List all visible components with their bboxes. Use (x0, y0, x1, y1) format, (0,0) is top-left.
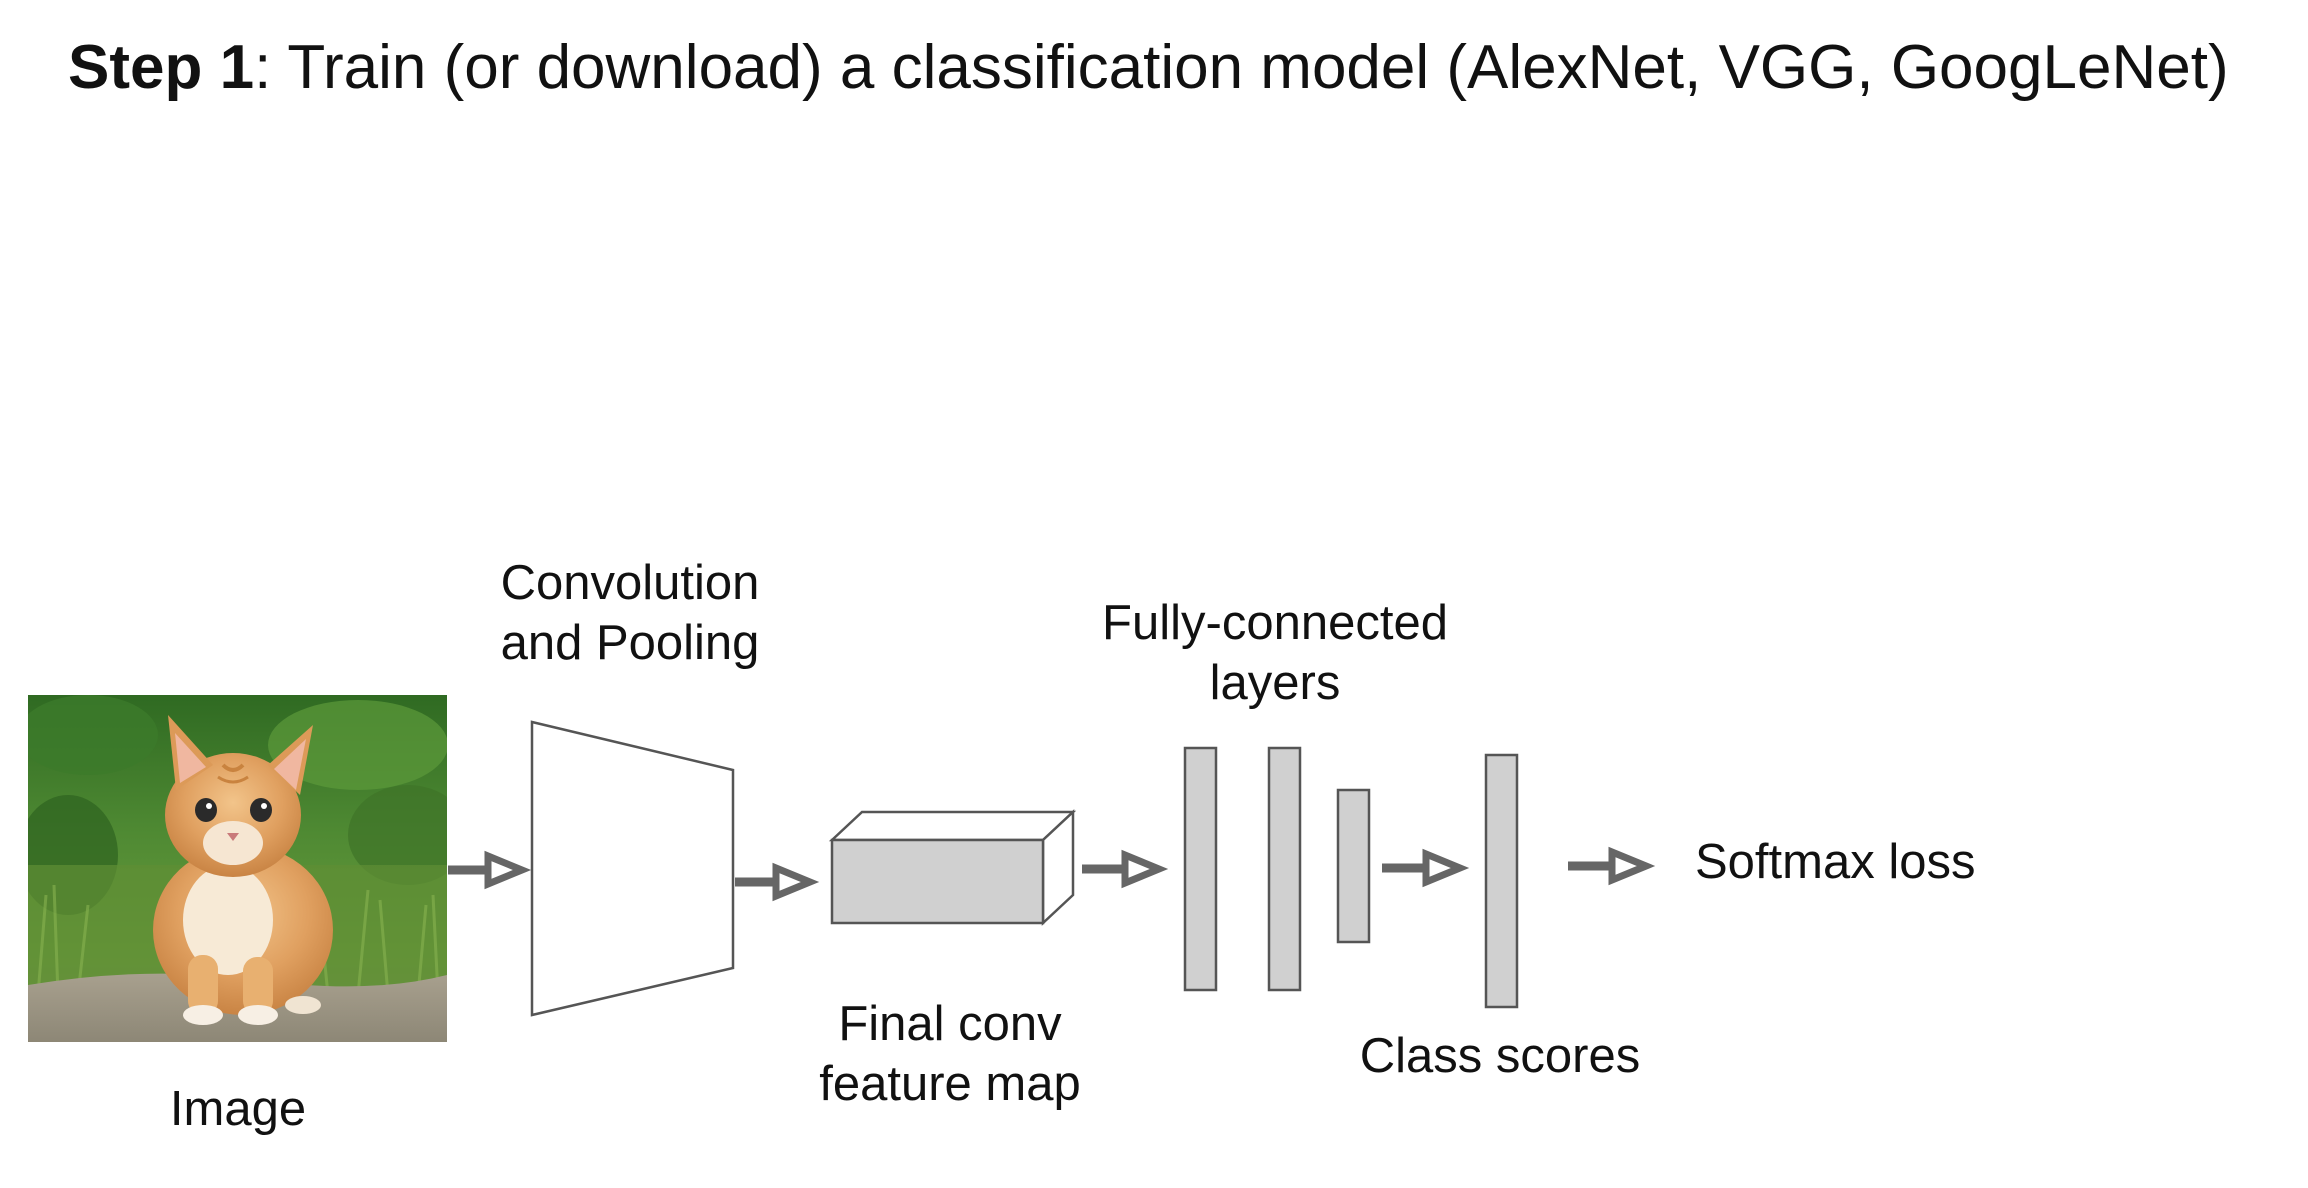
arrow-featuremap-to-fc (1082, 849, 1169, 889)
fc-label-line1: Fully-connected (1102, 596, 1448, 650)
arrow-image-to-conv (448, 850, 532, 890)
fc-layer-1 (1183, 746, 1218, 992)
conv-pooling-label: Convolution and Pooling (480, 553, 780, 673)
fc-label-line2: layers (1209, 656, 1341, 710)
image-label: Image (118, 1079, 358, 1139)
softmax-text: Softmax loss (1695, 835, 1976, 889)
title-step-label: Step 1 (68, 33, 255, 102)
slide-title: Step 1: Train (or download) a classifica… (68, 28, 2229, 108)
arrow-conv-to-featuremap (735, 862, 820, 902)
title-text: : Train (or download) a classification m… (254, 33, 2229, 102)
fc-layer-3 (1336, 788, 1371, 944)
final-conv-label: Final conv feature map (790, 994, 1110, 1114)
arrow-classscores-to-softmax (1568, 846, 1656, 886)
convolution-trapezoid (530, 720, 735, 1017)
class-scores-text: Class scores (1359, 1029, 1641, 1083)
conv-label-line1: Convolution (500, 556, 760, 610)
softmax-loss-label: Softmax loss (1695, 832, 2025, 892)
image-label-text: Image (169, 1082, 307, 1136)
kitten-image (28, 695, 447, 1042)
feature-map-box (828, 809, 1077, 926)
class-scores-label: Class scores (1340, 1026, 1660, 1086)
fc-layers-label: Fully-connected layers (1090, 593, 1460, 713)
class-scores-bar (1484, 753, 1519, 1009)
final-conv-line2: feature map (819, 1057, 1081, 1111)
final-conv-line1: Final conv (838, 997, 1062, 1051)
conv-label-line2: and Pooling (500, 616, 760, 670)
fc-layer-2 (1267, 746, 1302, 992)
arrow-fc-to-classscores (1382, 848, 1470, 888)
